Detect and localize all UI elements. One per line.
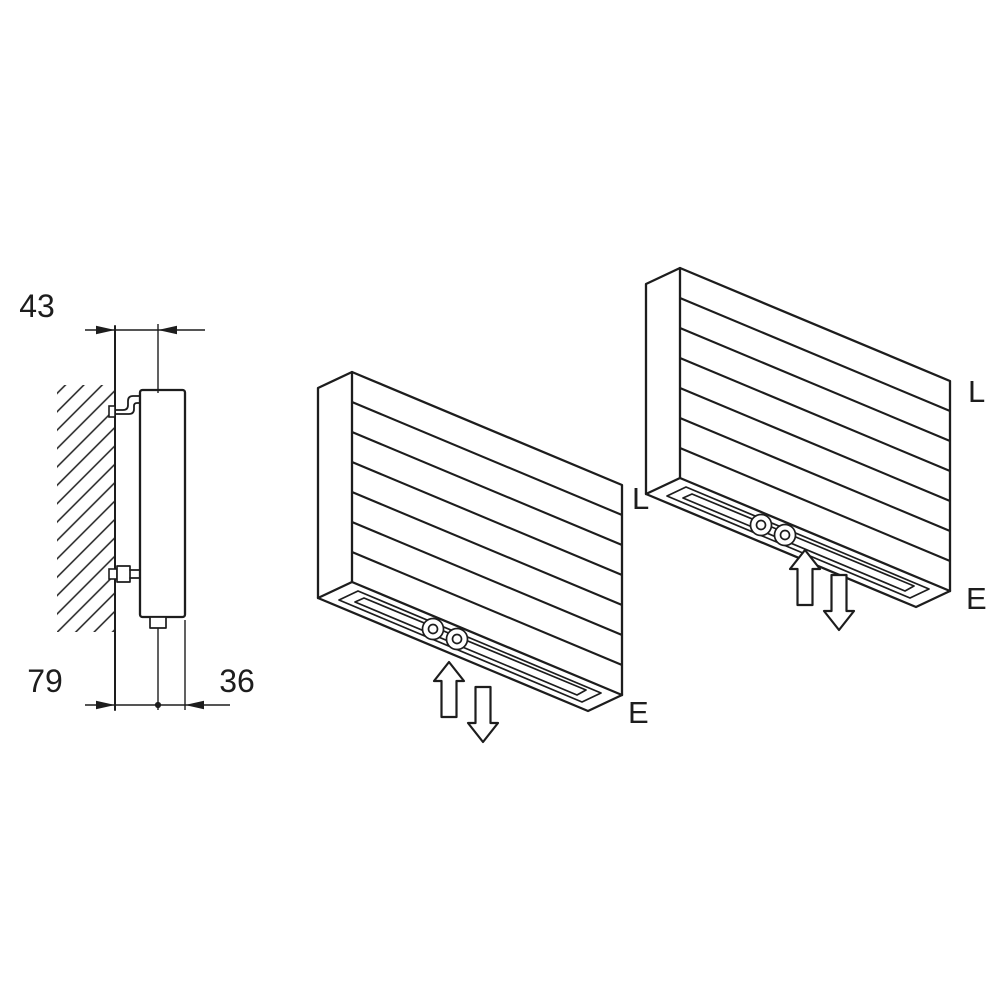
side-view: 43 79 36 (19, 288, 255, 711)
top-bracket (108, 395, 141, 418)
channel-slat (354, 597, 587, 696)
connection-label-bottom: E (628, 695, 649, 730)
slat-lines (679, 297, 951, 562)
arrowhead-left-icon (185, 700, 204, 710)
pipe-connection-inner (755, 519, 767, 531)
radiator-side-panel (138, 388, 187, 619)
bottom-connection-channel (338, 590, 602, 703)
connection-label-top: L (968, 374, 985, 409)
channel-slat (682, 493, 915, 592)
pipe-connection-inner (427, 623, 439, 635)
pipe-connection-inner (451, 633, 463, 645)
wall-anchor (108, 405, 116, 418)
arrowhead-right-icon (96, 325, 115, 335)
dimension-top: 43 (19, 288, 205, 393)
connection-label-bottom: E (966, 581, 987, 616)
slat-lines (351, 401, 623, 666)
dim-top-label: 43 (19, 288, 55, 324)
dim-bottom-left-label: 79 (27, 663, 63, 699)
iso-radiator-front: L E (316, 370, 649, 744)
wall-anchor (108, 568, 118, 580)
bottom-bracket (108, 565, 141, 583)
valve-stub (149, 616, 167, 629)
flow-up-arrow-icon (788, 548, 822, 607)
bottom-left-edge (316, 580, 354, 600)
front-bottom-edge (350, 580, 624, 697)
arrowhead-left-icon (158, 325, 177, 335)
dimension-bottom: 79 36 (27, 620, 255, 710)
bottom-left-edge (644, 476, 682, 496)
flow-up-arrow-icon (432, 660, 466, 719)
centerline-dot (154, 701, 162, 709)
bottom-connection-channel (666, 486, 930, 599)
dim-bottom-right-label: 36 (219, 663, 255, 699)
flow-down-arrow-icon (822, 573, 856, 632)
arrowhead-right-icon (96, 700, 115, 710)
flow-down-arrow-icon (466, 685, 500, 744)
wall-hatching (57, 385, 115, 632)
iso-radiator-back: L E (644, 266, 987, 632)
pipe-connection-inner (779, 529, 791, 541)
front-bottom-edge (678, 476, 952, 593)
